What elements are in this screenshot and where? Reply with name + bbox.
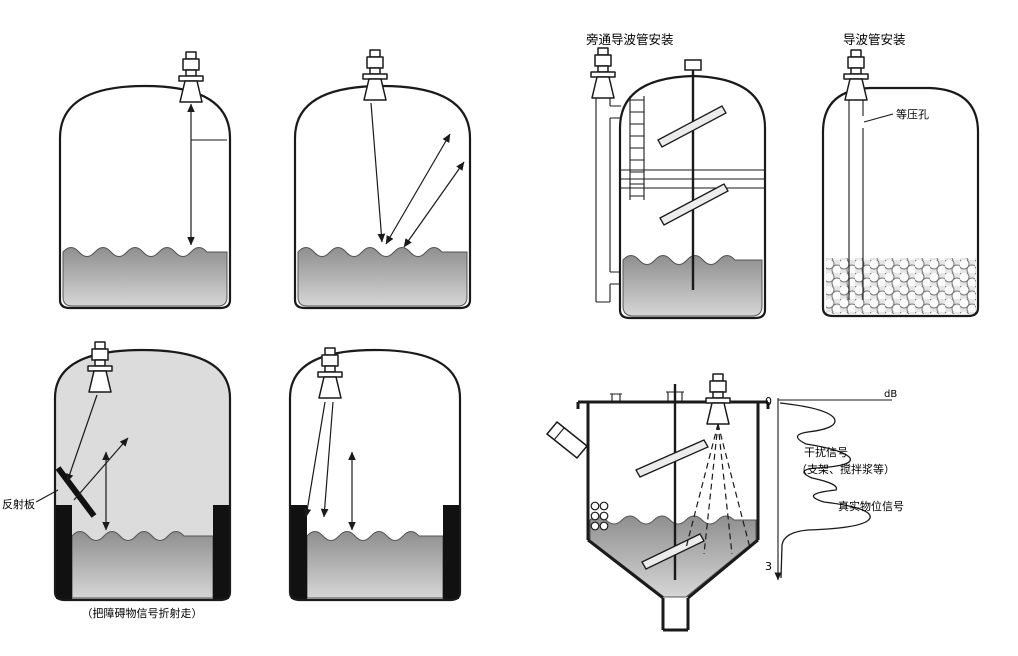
panel-reflector-tank: 反射板 （把障碍物信号折射走） [2,341,232,620]
guide-title: 导波管安装 [843,32,906,47]
liquid-surface [62,247,228,307]
radar-sensor-icon [317,347,343,399]
deflected-beam-arrow [73,437,129,501]
reflector-plate-label: 反射板 [2,497,35,511]
radar-sensor-icon [590,47,616,99]
radar-sensor-icon [705,373,731,425]
reflected-beam-arrow [403,161,465,248]
scale-top: 0 [765,395,772,408]
panel-echo-curve-chart: 0 3 dB 干扰信号 （支架、搅拌浆等） 真实物位信号 [765,389,904,581]
label-leader-line [863,113,894,123]
scale-bottom: 3 [765,560,772,573]
agitator-blade [635,439,709,478]
beam-cone [685,423,751,555]
granular-fill-pattern [826,258,976,314]
ladder [629,96,645,200]
incident-beam-arrow [370,102,386,243]
true-level-label: 真实物位信号 [838,499,904,513]
incident-beam-arrow [66,394,98,483]
lid-nozzles [610,391,684,402]
reflector-caption: （把障碍物信号折射走） [82,606,203,620]
panel-lined-wall-tank [288,347,462,602]
vessel-outline [576,400,770,632]
agitator-blade [657,105,727,148]
echo-curve [779,402,871,579]
panel-agitator-vessel [545,373,770,632]
wall-lining-left [291,505,307,599]
bypass-pipe [595,94,621,303]
radar-sensor-icon [362,49,388,101]
interference-label-line1: 干扰信号 [804,445,848,459]
liquid-surface [297,247,468,307]
side-nozzle [545,420,589,460]
agitator-blade [641,533,705,570]
interference-label-line2: （支架、搅拌浆等） [796,462,895,476]
wall-lining-left [56,505,72,599]
wall-lining-right [443,505,459,599]
radar-sensor-icon [178,51,204,103]
radar-sensor-icon [87,341,113,393]
panel-angled-beam-tank [293,49,472,310]
tank-outline [293,84,472,310]
liquid-surface [71,531,214,599]
agitator-blade [659,183,729,226]
incident-beam-arrow [303,401,326,518]
liquid-surface [306,531,444,599]
tank-outline [821,86,980,318]
tank-outline [53,348,232,602]
side-nozzle-joint [553,427,565,441]
tank-outline [58,84,232,310]
heating-coil [590,501,609,531]
pressure-hole-label: 等压孔 [896,107,929,121]
reflector-plate [55,466,97,518]
top-nozzle [684,59,702,71]
unit-label: dB [884,389,897,400]
incident-beam-arrow [320,401,334,518]
panel-direct-beam-tank [58,51,232,310]
radar-sensor-icon [843,49,869,101]
tank-outline [288,348,462,602]
panel-guide-pipe-tank: 导波管安装 等压孔 [821,32,980,318]
bypass-title: 旁通导波管安装 [586,32,674,47]
wall-lining-right [213,505,229,599]
panel-bypass-pipe-tank: 旁通导波管安装 [586,32,767,320]
tank-outline [618,74,767,320]
